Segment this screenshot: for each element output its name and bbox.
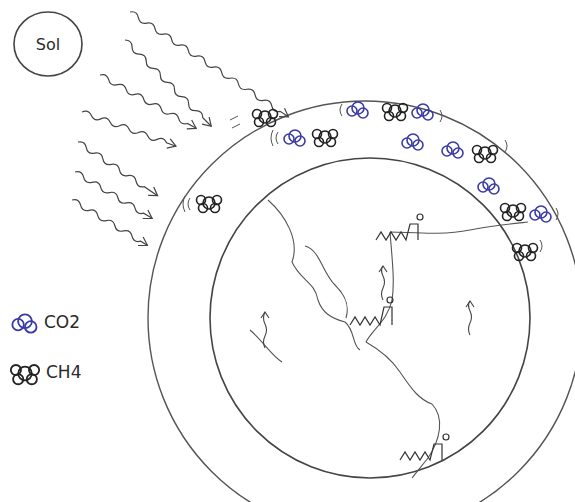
atmosphere-outline [148, 101, 575, 502]
heat-symbol [350, 214, 449, 460]
legend-label: CH4 [46, 362, 81, 382]
sun-ellipse [14, 12, 82, 76]
sun-circle: Sol [12, 10, 84, 78]
sun-ray-arrow [69, 8, 291, 250]
sun-label: Sol [36, 35, 60, 54]
motion-mark [183, 104, 558, 252]
earth-outline [210, 158, 530, 478]
gas-molecule [197, 102, 552, 261]
legend-sample [12, 314, 36, 332]
continent-outline [250, 200, 528, 478]
heat-arrow [261, 266, 474, 348]
legend-sample [11, 365, 39, 384]
legend-label: CO2 [44, 312, 80, 332]
